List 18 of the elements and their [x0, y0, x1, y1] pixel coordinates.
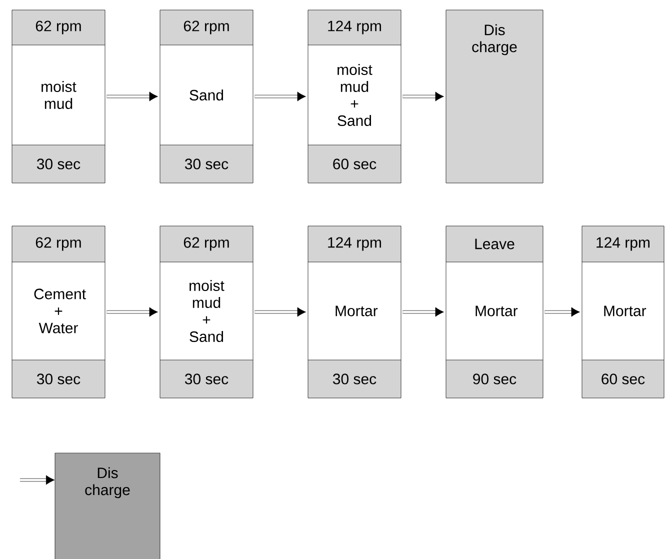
arrow [254, 307, 306, 317]
step-box: 62 rpm moist mud + Sand 30 sec [160, 226, 254, 398]
discharge-box: Dis charge [54, 452, 160, 559]
step-box: 124 rpm moist mud + Sand 60 sec [308, 10, 402, 184]
step-box: Leave Mortar 90 sec [446, 226, 544, 398]
step-box: 124 rpm Mortar 60 sec [582, 226, 664, 398]
arrow [402, 92, 444, 102]
arrow [254, 92, 306, 102]
arrow [402, 307, 444, 317]
step-box: 62 rpm Cement + Water 30 sec [12, 226, 106, 398]
step-box: 124 rpm Mortar 30 sec [308, 226, 402, 398]
step-box: 62 rpm moist mud 30 sec [12, 10, 106, 184]
arrow [544, 307, 580, 317]
step-box: 62 rpm Sand 30 sec [160, 10, 254, 184]
discharge-box: Dis charge [446, 10, 544, 184]
arrow [106, 92, 158, 102]
arrow [20, 475, 55, 485]
arrow [106, 307, 158, 317]
